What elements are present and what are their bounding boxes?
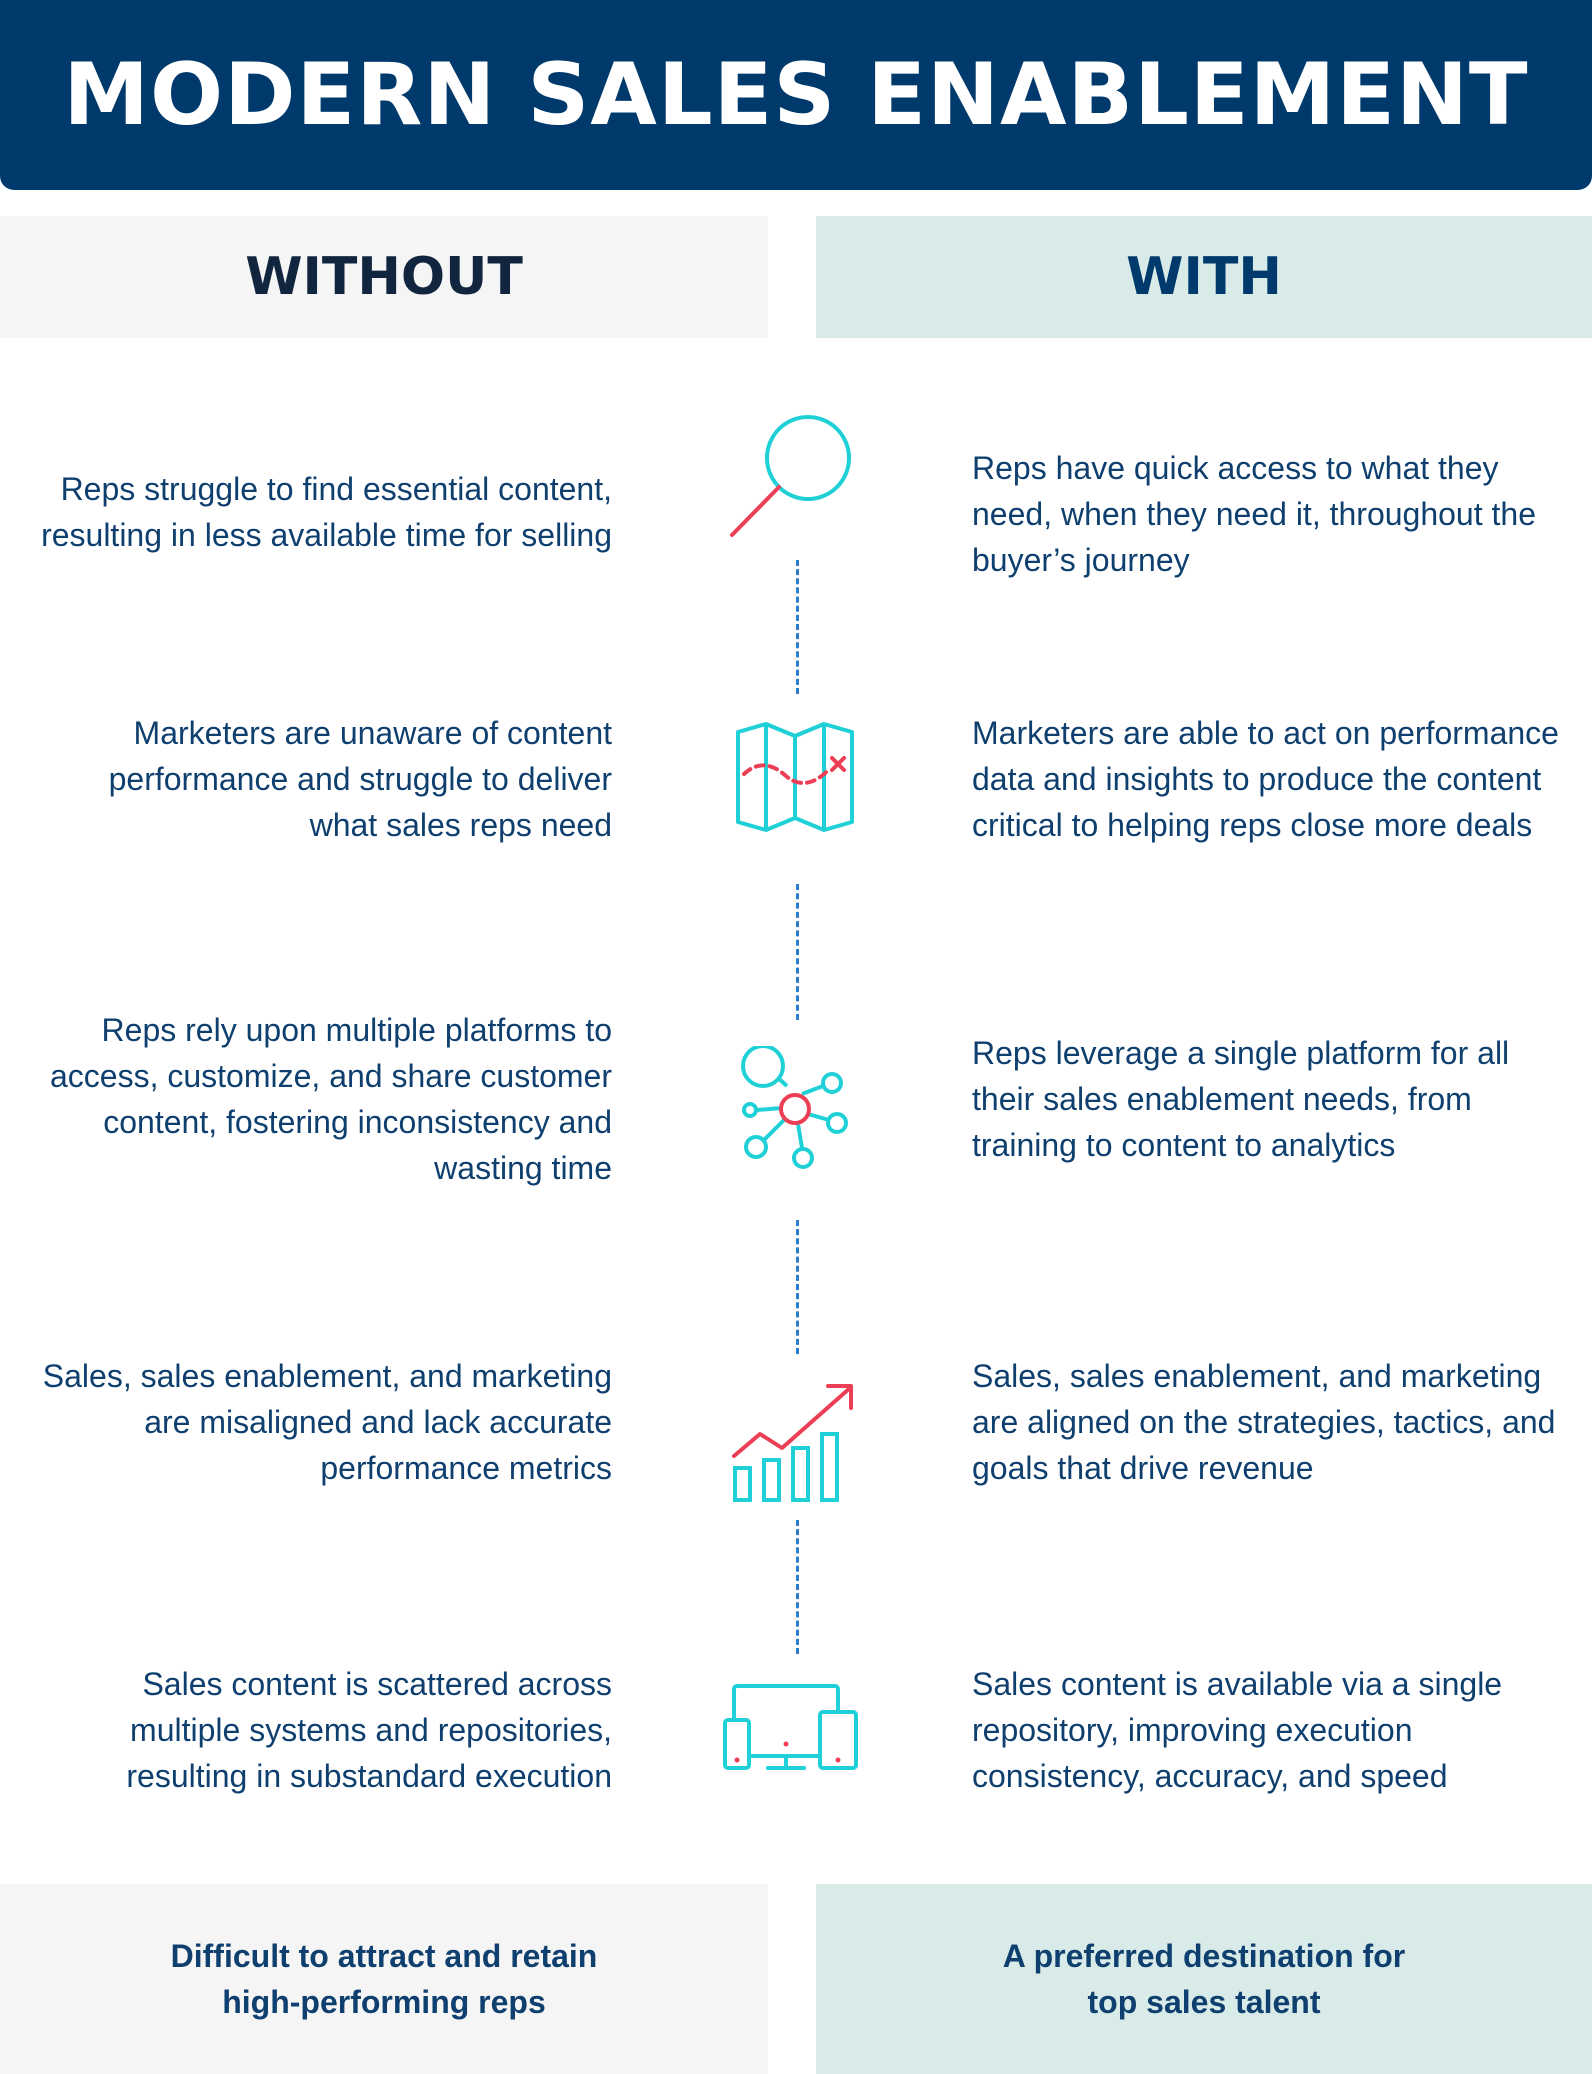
column-header-without: WITHOUT (0, 216, 768, 338)
dashed-connector (796, 884, 799, 1020)
row-1-without: Reps struggle to find essential content,… (41, 466, 612, 558)
row-1-with-line: need, when they need it, throughout the (972, 496, 1536, 532)
footer-with-line: A preferred destination for (1002, 1938, 1406, 1974)
footer-without-line: Difficult to attract and retain (170, 1938, 598, 1974)
row-2-with: Marketers are able to act on performance… (972, 710, 1559, 848)
row-1-without-line: resulting in less available time for sel… (41, 517, 612, 553)
row-4-with-line: are aligned on the strategies, tactics, … (972, 1404, 1556, 1440)
row-5-without-line: resulting in substandard execution (126, 1758, 612, 1794)
devices-icon (723, 1684, 858, 1770)
row-3-with-line: Reps leverage a single platform for all (972, 1035, 1510, 1071)
footer-with-line: top sales talent (1087, 1984, 1321, 2020)
row-4-without: Sales, sales enablement, and marketing a… (43, 1353, 612, 1491)
dashed-connector (796, 560, 799, 694)
row-3-without-line: content, fostering inconsistency and (103, 1104, 612, 1140)
magnifier-icon (730, 415, 851, 537)
column-header-with: WITH (816, 216, 1592, 338)
row-1-with-line: Reps have quick access to what they (972, 450, 1499, 486)
footer-without-line: high-performing reps (222, 1984, 546, 2020)
row-5-with-line: consistency, accuracy, and speed (972, 1758, 1448, 1794)
row-5-without-line: multiple systems and repositories, (130, 1712, 612, 1748)
row-2-with-line: data and insights to produce the content (972, 761, 1542, 797)
row-5-with: Sales content is available via a single … (972, 1661, 1502, 1799)
row-3-without-line: wasting time (434, 1150, 612, 1186)
row-3-without-line: access, customize, and share customer (49, 1058, 612, 1094)
network-hub-icon (741, 1046, 848, 1169)
row-1-with-line: buyer’s journey (972, 542, 1190, 578)
row-4-with-line: goals that drive revenue (972, 1450, 1314, 1486)
footer-with-text: A preferred destination for top sales ta… (1003, 1933, 1405, 2025)
row-2-without-line: performance and struggle to deliver (108, 761, 612, 797)
row-5-with-line: Sales content is available via a single (972, 1666, 1503, 1702)
row-3-with-line: training to content to analytics (972, 1127, 1396, 1163)
row-2-with-line: Marketers are able to act on performance (972, 715, 1559, 751)
row-4-without-line: performance metrics (320, 1450, 612, 1486)
dashed-connector (796, 1520, 799, 1654)
row-3-with: Reps leverage a single platform for all … (972, 1030, 1509, 1168)
row-4-with-line: Sales, sales enablement, and marketing (972, 1358, 1542, 1394)
row-3-without-line: Reps rely upon multiple platforms to (101, 1012, 612, 1048)
map-icon (736, 722, 854, 832)
footer-without: Difficult to attract and retain high-per… (0, 1884, 768, 2074)
growth-chart-icon (732, 1384, 853, 1502)
row-5-without-line: Sales content is scattered across (142, 1666, 612, 1702)
column-header-with-label: WITH (1126, 247, 1282, 307)
title-banner: MODERN SALES ENABLEMENT (0, 0, 1592, 190)
footer-without-text: Difficult to attract and retain high-per… (171, 1933, 598, 2025)
row-1-without-line: Reps struggle to find essential content, (60, 471, 612, 507)
row-4-without-line: are misaligned and lack accurate (144, 1404, 612, 1440)
row-3-with-line: their sales enablement needs, from (972, 1081, 1472, 1117)
page-title: MODERN SALES ENABLEMENT (63, 45, 1529, 145)
row-4-without-line: Sales, sales enablement, and marketing (42, 1358, 612, 1394)
row-2-without: Marketers are unaware of content perform… (109, 710, 612, 848)
row-2-with-line: critical to helping reps close more deal… (972, 807, 1533, 843)
row-5-with-line: repository, improving execution (972, 1712, 1413, 1748)
dashed-connector (796, 1220, 799, 1354)
row-2-without-line: Marketers are unaware of content (133, 715, 612, 751)
row-4-with: Sales, sales enablement, and marketing a… (972, 1353, 1555, 1491)
footer-with: A preferred destination for top sales ta… (816, 1884, 1592, 2074)
row-3-without: Reps rely upon multiple platforms to acc… (50, 1007, 612, 1191)
column-header-without-label: WITHOUT (245, 247, 523, 307)
row-1-with: Reps have quick access to what they need… (972, 445, 1536, 583)
row-2-without-line: what sales reps need (309, 807, 612, 843)
row-5-without: Sales content is scattered across multip… (126, 1661, 612, 1799)
